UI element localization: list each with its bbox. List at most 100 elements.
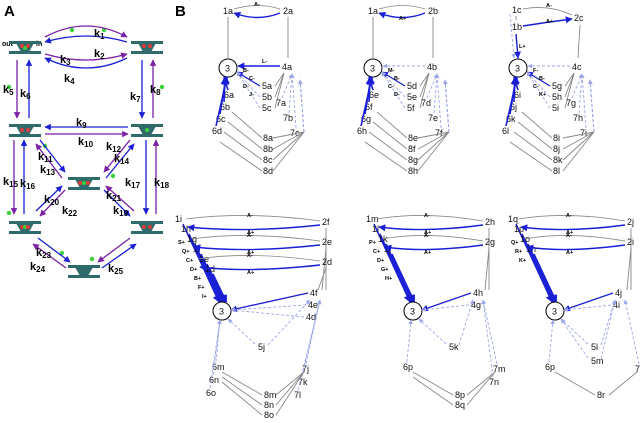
rate-constant-k5: k5 <box>3 84 14 97</box>
edge-label: A- <box>566 213 572 219</box>
substrate-dot <box>26 225 30 229</box>
edge-label: A- <box>424 233 430 239</box>
state-label: 4i <box>613 300 620 310</box>
state-label: 6e <box>369 90 379 100</box>
dashed-transition <box>298 79 305 133</box>
state-label: 4a <box>282 62 292 72</box>
arc <box>378 5 426 10</box>
state-label: 2d <box>322 257 332 267</box>
state-label: 2g <box>485 237 495 247</box>
state-label: 5e <box>407 92 417 102</box>
transition-arrow <box>39 189 66 217</box>
dashed-transition <box>230 304 307 312</box>
state-label: 8d <box>263 166 273 176</box>
transition-line <box>505 76 520 127</box>
edge-label: C- <box>533 84 539 90</box>
transition-line <box>484 247 490 291</box>
state-label: 4b <box>427 62 437 72</box>
transition-line <box>466 371 496 406</box>
state-label: 8e <box>408 133 418 143</box>
state-label: 8i <box>553 133 560 143</box>
edge-label: A+ <box>424 230 431 236</box>
state-label: 5h <box>552 92 562 102</box>
transition-line <box>417 131 450 172</box>
rate-constant-subscript: 6 <box>26 92 31 101</box>
edge-label: J- <box>249 92 254 98</box>
rate-constant-k18: k18 <box>154 177 170 190</box>
carrier-body <box>75 267 93 276</box>
rate-constant-k20: k20 <box>44 194 60 207</box>
state-label: 6k <box>506 114 516 124</box>
state-label: 2e <box>322 237 332 247</box>
transition-line <box>230 292 309 312</box>
edge-label: G+ <box>381 267 389 273</box>
transition-line <box>221 376 263 406</box>
dashed-transition <box>526 71 551 98</box>
transition-line <box>564 72 575 98</box>
rate-constant-k4: k4 <box>64 73 75 86</box>
transition-line <box>274 72 285 109</box>
membrane-bottom <box>131 51 163 54</box>
rate-constant-k2: k2 <box>94 48 105 61</box>
transition-arrow <box>97 237 131 263</box>
edge-label: Q+ <box>182 249 190 255</box>
rate-constant-k11: k11 <box>38 151 53 164</box>
state-label: 4h <box>473 288 483 298</box>
rate-constant-subscript: 15 <box>9 180 18 189</box>
state-label: 7o <box>635 364 640 374</box>
dashed-transition <box>230 308 305 318</box>
free-ion-dot <box>110 173 116 179</box>
substrate-dot <box>20 44 24 48</box>
edge-label: A+ <box>399 16 406 22</box>
transition-line <box>562 131 595 161</box>
transition-line <box>194 243 223 303</box>
transition-arrow <box>32 243 67 269</box>
membrane-bottom <box>9 51 41 54</box>
transporter-states <box>6 27 165 278</box>
transporter-state-2 <box>131 41 163 54</box>
transition-line <box>272 131 305 150</box>
state-label: 7k <box>298 377 308 387</box>
state-label: 1a <box>368 6 378 16</box>
membrane-top <box>9 221 41 224</box>
transition-line <box>223 131 263 161</box>
rate-constant-subscript: 24 <box>36 265 45 274</box>
rate-constant-k14: k14 <box>114 153 130 166</box>
dashed-transition <box>623 299 640 365</box>
rate-constant-subscript: 7 <box>136 95 141 104</box>
rate-constant-subscript: 3 <box>66 58 71 67</box>
edge-label: R+ <box>515 249 522 255</box>
substrate-dot <box>142 225 146 229</box>
state-label: 2f <box>322 217 330 227</box>
edge-label: A+ <box>566 230 573 236</box>
transition-line <box>364 141 408 172</box>
pathway-diagram-6: 1q1p1o1n2jA-A+2iA-A+34j4i5l5m6p7o8rQ+R+K… <box>508 213 640 400</box>
state-label: 6i <box>514 90 521 100</box>
state-label: 6m <box>212 362 225 372</box>
state-label: 5k <box>449 342 459 352</box>
state-label: 4g <box>471 300 481 310</box>
rate-constant-subscript: 8 <box>156 88 161 97</box>
state-label: 1f <box>193 244 201 254</box>
dashed-transition <box>288 73 294 114</box>
edge-label: A+ <box>247 230 254 236</box>
membrane-top <box>68 177 100 180</box>
rate-constant-k1: k1 <box>94 28 105 41</box>
transition-arrow <box>103 139 131 173</box>
dashed-transition <box>580 73 587 129</box>
transition-line <box>368 131 408 161</box>
substrate-dot <box>26 44 30 48</box>
edge-label: A+ <box>546 19 553 25</box>
edge-label: Q+ <box>511 240 519 246</box>
center-state-label: 3 <box>515 64 520 74</box>
transition-line <box>554 371 596 396</box>
state-label: 8j <box>553 144 560 154</box>
panel-b-letter: B <box>175 3 186 20</box>
transition-line <box>513 131 553 161</box>
state-label: 5g <box>552 81 562 91</box>
state-label: 7f <box>435 128 443 138</box>
state-label: 7j <box>302 364 309 374</box>
state-label: 8n <box>264 400 274 410</box>
